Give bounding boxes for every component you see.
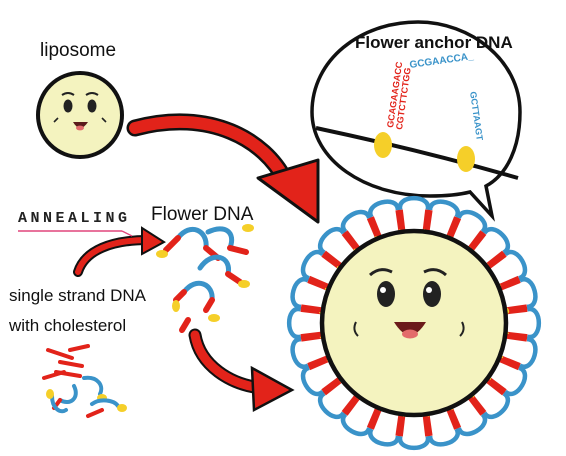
petal-stem [369, 216, 383, 239]
petal-loop [300, 365, 325, 397]
petal-loop [518, 336, 538, 369]
petal-loop [398, 435, 430, 450]
petal-stem [467, 395, 485, 416]
petal-stem [445, 407, 459, 430]
anchor-title: Flower anchor DNA [355, 33, 513, 52]
petal-stem [322, 250, 344, 269]
ssdna-group [42, 344, 127, 418]
petal-stem [395, 413, 404, 437]
petal-stem [366, 406, 381, 429]
petal-stem [397, 209, 406, 232]
flower-liposome [319, 228, 509, 418]
petal-loop [368, 427, 401, 447]
liposome-label: liposome [40, 40, 117, 61]
petal-stem [486, 252, 507, 270]
arrow-flower-to-liposome [188, 328, 295, 413]
petal-stem [300, 304, 324, 313]
arrow-ssdna-to-flower [73, 226, 166, 277]
petal-loop [317, 226, 346, 255]
small-liposome [36, 71, 124, 159]
petal-stem [498, 278, 521, 292]
petal-loop [526, 307, 541, 339]
petal-loop [290, 336, 310, 369]
petal-stem [422, 414, 431, 437]
single-strand-label-line2: with cholesterol [9, 316, 127, 335]
annealing-connector [121, 230, 133, 237]
petal-stem [321, 376, 342, 394]
petal-loop [427, 427, 460, 447]
petal-stem [308, 275, 331, 290]
petal-loop [503, 249, 528, 281]
petal-loop [290, 277, 310, 310]
flower-dna-group [156, 224, 254, 333]
petal-loop [456, 209, 488, 234]
petal-stem [504, 333, 528, 342]
petal-loop [368, 199, 401, 219]
petal-loop [340, 412, 372, 437]
petal-loop [287, 307, 302, 339]
petal-loop [503, 365, 528, 397]
petal-stem [497, 356, 520, 371]
petal-stem [343, 230, 361, 251]
petal-stem [424, 209, 433, 233]
petal-loop [518, 277, 538, 310]
petal-loop [300, 249, 325, 281]
petal-loop [398, 196, 430, 211]
petal-stem [300, 331, 323, 340]
anchor-speech-bubble [310, 20, 522, 222]
petal-loop [317, 391, 346, 420]
petal-loop [427, 199, 460, 219]
petal-stem [447, 217, 462, 240]
annealing-label: ANNEALING [18, 210, 131, 227]
petal-stem [468, 231, 487, 253]
flower-dna-label: Flower DNA [151, 204, 254, 225]
petal-loop [482, 391, 511, 420]
petal-stem [341, 393, 360, 415]
petal-loop [482, 226, 511, 255]
petal-loop [456, 412, 488, 437]
petal-stem [307, 354, 330, 368]
petal-loop [340, 209, 372, 234]
arrow-liposome-to-flower [126, 113, 320, 224]
single-strand-label-line1: single strand DNA [9, 286, 147, 305]
petal-stem [484, 377, 506, 396]
